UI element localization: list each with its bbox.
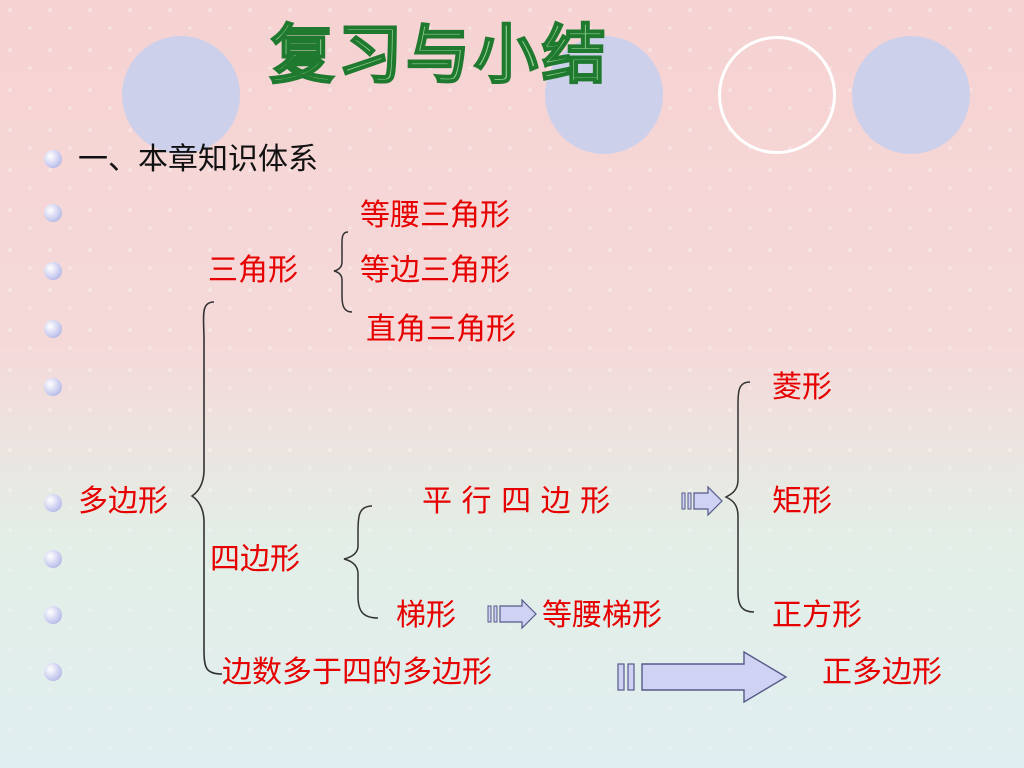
label-polygon: 多边形: [78, 484, 168, 519]
brace-quadrilateral: [343, 505, 379, 619]
bullet-6: [44, 494, 62, 512]
arrow-parallelogram: [681, 485, 723, 517]
bullet-5: [44, 378, 62, 396]
label-right-triangle: 直角三角形: [366, 312, 516, 347]
label-more-than-four: 边数多于四的多边形: [222, 655, 492, 690]
label-regular-polygon: 正多边形: [822, 655, 942, 690]
label-equilateral-triangle: 等边三角形: [360, 253, 510, 288]
label-quadrilateral: 四边形: [210, 542, 300, 577]
decor-ring-center: [718, 36, 836, 154]
label-rectangle: 矩形: [772, 484, 832, 519]
label-rhombus: 菱形: [772, 370, 832, 405]
section-heading: 一、本章知识体系: [78, 142, 318, 177]
slide-title: 复习与小结: [269, 18, 610, 94]
label-isosceles-triangle: 等腰三角形: [360, 198, 510, 233]
bullet-8: [44, 606, 62, 624]
bullet-9: [44, 663, 62, 681]
bullet-7: [44, 550, 62, 568]
bullet-3: [44, 262, 62, 280]
bullet-1: [44, 150, 62, 168]
decor-circle-right: [852, 36, 970, 154]
label-square: 正方形: [772, 598, 862, 633]
brace-triangle: [333, 231, 353, 313]
arrow-regular-polygon: [617, 650, 788, 704]
decor-circle-center: [545, 36, 663, 154]
label-parallelogram: 平 行 四 边 形: [422, 484, 611, 519]
label-isosceles-trapezoid: 等腰梯形: [542, 598, 662, 633]
decor-circle-left: [122, 36, 240, 154]
label-triangle: 三角形: [208, 253, 298, 288]
bullet-4: [44, 320, 62, 338]
brace-parallelogram: [724, 381, 755, 613]
bullet-2: [44, 204, 62, 222]
brace-polygon: [190, 301, 223, 675]
arrow-trapezoid: [487, 598, 537, 630]
label-trapezoid: 梯形: [396, 598, 456, 633]
